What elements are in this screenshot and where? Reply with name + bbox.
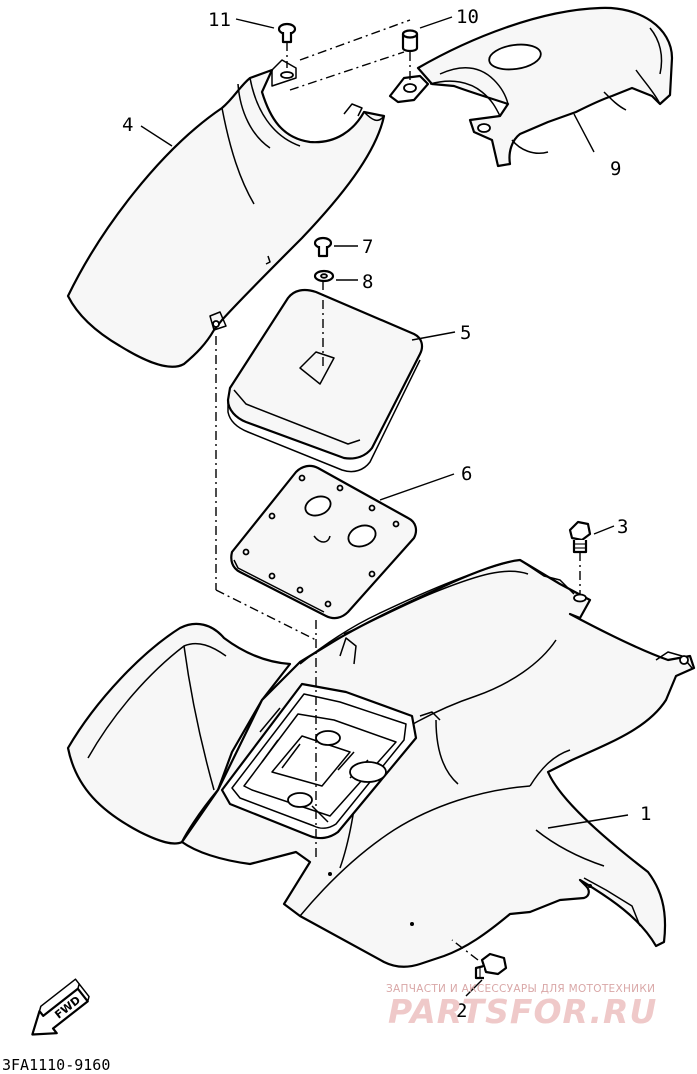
mud-flap: [66, 59, 386, 368]
rear-fender: [66, 558, 696, 968]
washer: [313, 269, 335, 283]
bolt-right: [568, 520, 592, 596]
storage-lid: [226, 281, 424, 473]
callout-labels: 1 2 3 4 5 6 7 8 9 10 11: [122, 6, 651, 1022]
lid-seal-plate: [230, 464, 418, 620]
screw-top: [277, 22, 297, 68]
callout-1: 1: [640, 803, 651, 825]
watermark-brand: PARTSFOR.RU: [388, 992, 657, 1031]
leader-lines: [140, 16, 629, 997]
watermark: ЗАПЧАСТИ И АКСЕССУАРЫ ДЛЯ МОТОТЕХНИКИ PA…: [386, 983, 657, 1031]
fwd-arrow: FWD: [31, 978, 90, 1036]
rear-bracket: [388, 6, 674, 168]
callout-2: 2: [456, 1000, 467, 1022]
diagram-code: 3FA1110-9160: [2, 1056, 110, 1074]
callout-11: 11: [208, 9, 231, 31]
callout-4: 4: [122, 114, 133, 136]
callout-6: 6: [461, 463, 472, 485]
callout-7: 7: [362, 236, 373, 258]
callout-9: 9: [610, 158, 621, 180]
callout-8: 8: [362, 271, 373, 293]
bolt-bottom: [451, 939, 508, 980]
assembly-lines: [215, 19, 411, 860]
lid-screw: [313, 236, 333, 258]
callout-10: 10: [456, 6, 479, 28]
callout-5: 5: [460, 322, 471, 344]
collar: [401, 29, 419, 82]
watermark-tagline: ЗАПЧАСТИ И АКСЕССУАРЫ ДЛЯ МОТОТЕХНИКИ: [386, 983, 655, 995]
callout-3: 3: [617, 516, 628, 538]
